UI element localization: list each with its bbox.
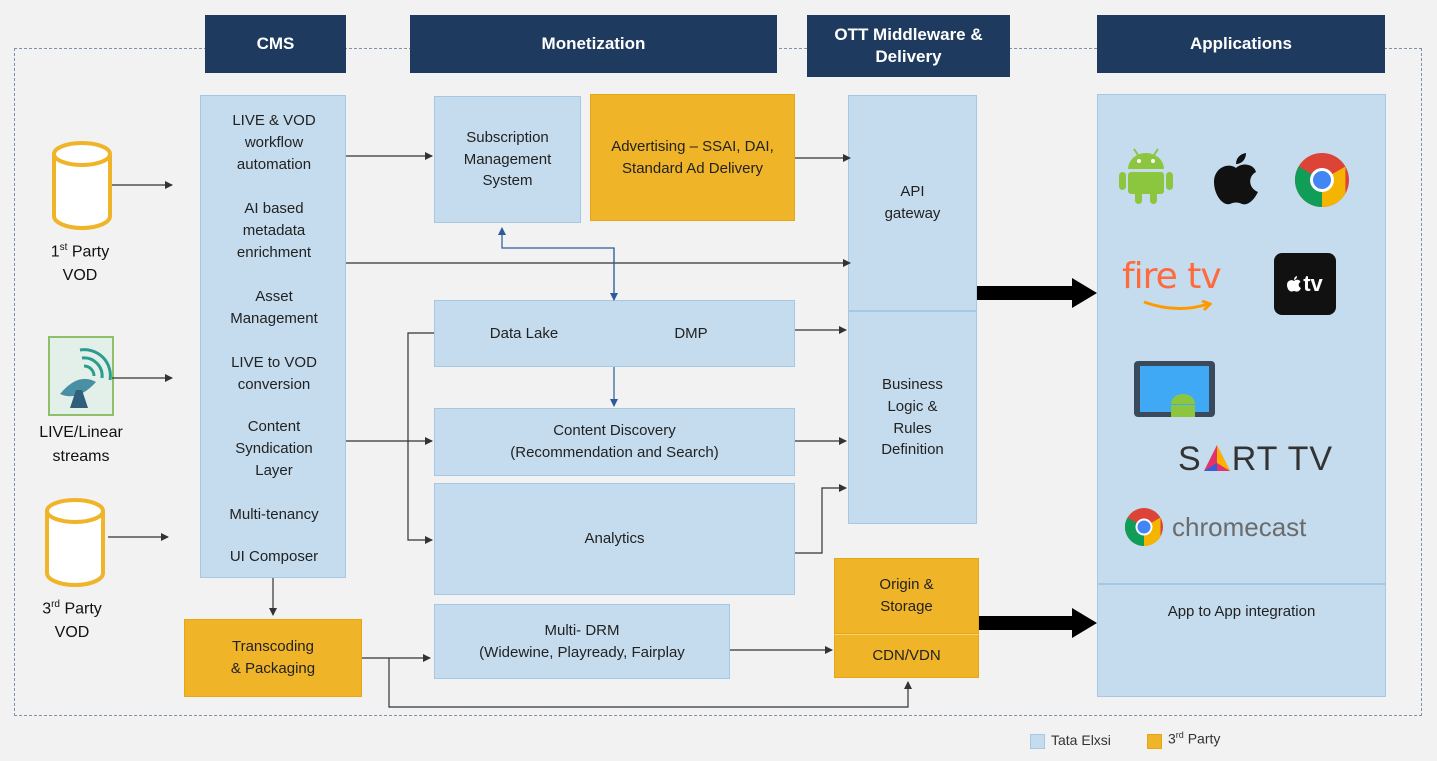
subscription-management-box: Subscription Management System xyxy=(434,96,581,223)
smart-tv-cube-icon xyxy=(1203,445,1230,471)
database-icon xyxy=(52,141,112,230)
apple-tv-logo: tv xyxy=(1274,253,1336,315)
cms-item-asset-management: Asset Management xyxy=(230,288,318,327)
api-gateway-box: API gateway xyxy=(848,95,977,311)
cdn-vdn-box: CDN/VDN xyxy=(834,634,979,678)
smile-arrow-icon xyxy=(1143,300,1212,312)
header-ott-middleware: OTT Middleware & Delivery xyxy=(807,15,1010,77)
arrow-analytics-to-ott xyxy=(795,484,847,554)
header-cms: CMS xyxy=(205,15,346,73)
legend-label-tata-elxsi: Tata Elxsi xyxy=(1051,732,1111,748)
cms-item-ui-composer: UI Composer xyxy=(229,548,319,565)
satellite-dish-icon xyxy=(48,336,114,416)
arrow-datalake-to-analytics xyxy=(407,332,434,544)
legend-swatch-third-party xyxy=(1147,734,1162,749)
arrow-datalake-to-subscription xyxy=(498,227,615,300)
dmp-label: DMP xyxy=(674,324,708,342)
advertising-box: Advertising – SSAI, DAI, Standard Ad Del… xyxy=(590,94,795,221)
legend-swatch-tata-elxsi xyxy=(1030,734,1045,749)
cms-item-content-syndication: Content Syndication Layer xyxy=(235,418,313,479)
thick-arrow-api-to-apps xyxy=(977,278,1097,308)
apple-small-icon xyxy=(1287,276,1302,292)
app-to-app-box: App to App integration xyxy=(1097,584,1386,697)
thick-arrow-cdn-to-apps xyxy=(979,608,1097,638)
database-icon xyxy=(45,498,105,587)
cms-item-workflow-automation: LIVE & VOD workflow automation xyxy=(232,112,316,173)
origin-storage-box: Origin & Storage xyxy=(834,558,979,634)
apple-icon xyxy=(1214,153,1258,205)
firetv-text: fire tv xyxy=(1122,256,1222,297)
chromecast-text: chromecast xyxy=(1172,511,1307,542)
business-logic-box: Business Logic & Rules Definition xyxy=(848,311,977,524)
smart-tv-text-end: RT TV xyxy=(1231,440,1334,478)
source-live-linear-streams: LIVE/Linear streams xyxy=(39,424,123,465)
data-lake-dmp-box xyxy=(434,300,795,367)
header-applications: Applications xyxy=(1097,15,1385,73)
chromecast-logo: chromecast xyxy=(1124,505,1364,549)
smart-tv-logo: S RT TV xyxy=(1178,440,1358,480)
cms-item-live-to-vod: LIVE to VOD conversion xyxy=(231,354,317,393)
header-monetization: Monetization xyxy=(410,15,777,73)
cms-item-multi-tenancy: Multi-tenancy xyxy=(229,506,319,523)
content-discovery-box: Content Discovery (Recommendation and Se… xyxy=(434,408,795,476)
data-lake-label: Data Lake xyxy=(489,324,559,342)
multi-drm-box: Multi- DRM (Widewine, Playready, Fairpla… xyxy=(434,604,730,679)
arrow-transcoding-to-cdn xyxy=(388,658,912,708)
cms-item-metadata-enrichment: AI based metadata enrichment xyxy=(236,200,312,261)
app-to-app-label: App to App integration xyxy=(1167,603,1316,620)
cms-capabilities-box: LIVE & VOD workflow automation AI based … xyxy=(200,95,346,578)
android-tablet-icon xyxy=(1134,361,1215,417)
chrome-icon xyxy=(1294,153,1349,207)
chrome-icon xyxy=(1124,508,1163,547)
source-first-party-vod: 1st Party VOD xyxy=(50,242,110,285)
apple-tv-text: tv xyxy=(1303,271,1323,296)
smart-tv-text-start: S xyxy=(1178,440,1202,478)
android-icon xyxy=(1119,148,1173,204)
source-third-party-vod: 3rd Party VOD xyxy=(42,599,102,642)
analytics-box: Analytics xyxy=(434,483,795,595)
transcoding-packaging-box: Transcoding & Packaging xyxy=(184,619,362,697)
legend-label-third-party: 3rd Party xyxy=(1168,730,1221,747)
firetv-logo: fire tv xyxy=(1122,256,1232,316)
